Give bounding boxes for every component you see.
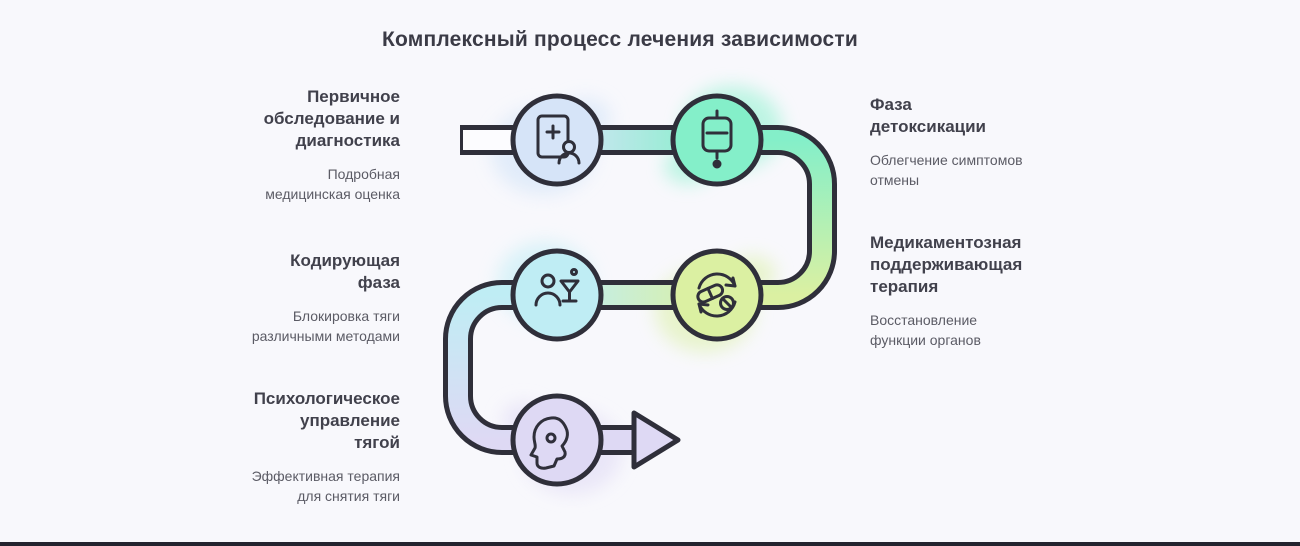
step-description: Эффективная терапия для снятия тяги xyxy=(251,468,400,504)
node-step-5 xyxy=(510,393,604,487)
step-label-coding-phase: Кодирующая фаза Блокировка тяги различны… xyxy=(200,250,400,346)
node-step-1 xyxy=(510,93,604,187)
step-heading: Психологическое управление тягой xyxy=(253,389,400,453)
step-label-primary-assessment: Первичное обследование и диагностика Под… xyxy=(200,86,400,204)
step-heading: Фаза детоксикации xyxy=(870,95,987,137)
step-description: Облегчение симптомов отмены xyxy=(870,152,1023,188)
step-label-psychological-management: Психологическое управление тягой Эффекти… xyxy=(200,388,400,506)
page-title: Комплексный процесс лечения зависимости xyxy=(382,28,858,51)
iv-drip-icon xyxy=(701,109,733,169)
step-description: Подробная медицинская оценка xyxy=(265,166,400,202)
head-therapy-icon xyxy=(529,416,569,470)
medical-report-icon xyxy=(536,114,581,165)
bottom-border-line xyxy=(0,542,1300,546)
flow-nodes xyxy=(510,93,764,487)
step-description: Восстановление функции органов xyxy=(870,312,981,348)
step-label-medication-support: Медикаментозная поддерживающая терапия В… xyxy=(870,232,1080,350)
node-step-2 xyxy=(670,93,764,187)
step-label-detox-phase: Фаза детоксикации Облегчение симптомов о… xyxy=(870,94,1080,190)
step-heading: Медикаментозная поддерживающая терапия xyxy=(870,233,1023,297)
step-heading: Кодирующая фаза xyxy=(290,251,400,293)
flow-arrowhead xyxy=(631,410,681,470)
step-description: Блокировка тяги различными методами xyxy=(251,308,400,344)
step-heading: Первичное обследование и диагностика xyxy=(263,87,400,151)
person-glass-icon xyxy=(534,268,580,307)
pills-cycle-icon xyxy=(696,272,737,318)
